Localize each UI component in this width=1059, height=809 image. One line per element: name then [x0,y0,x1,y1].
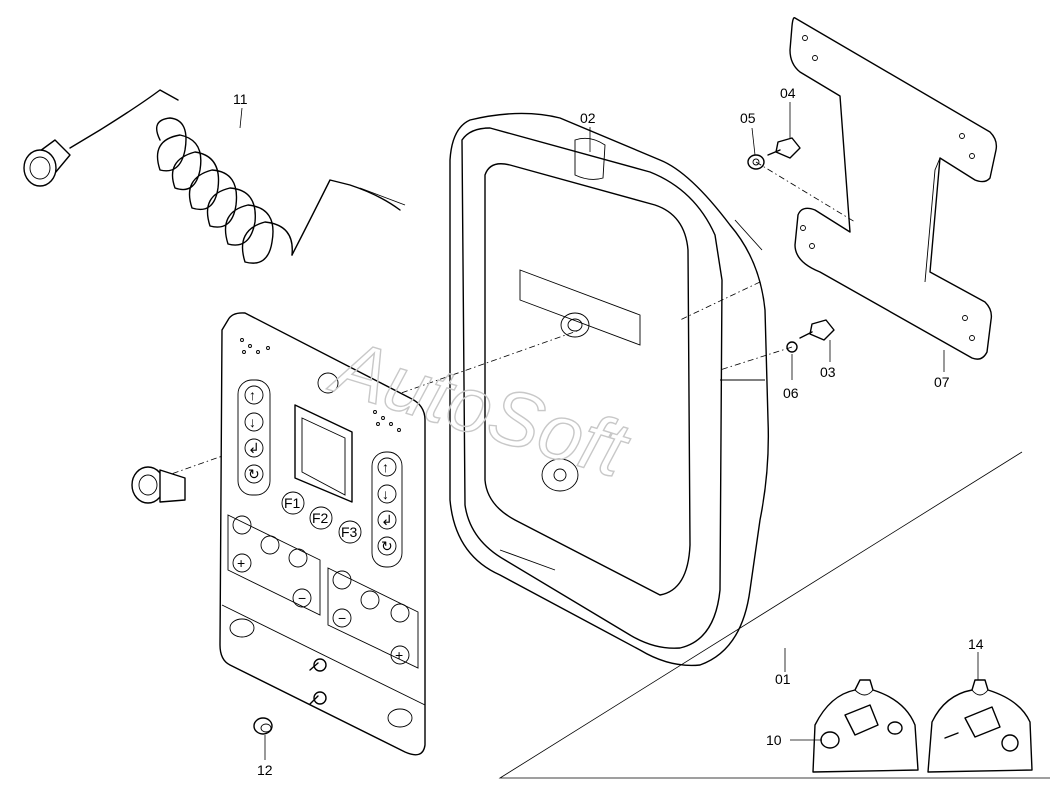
part-label-14: 14 [968,636,984,652]
housing-frame [449,112,770,667]
screw-03 [799,319,835,341]
mounting-bracket [789,16,998,360]
arrow-up-icon: ↑ [382,459,389,475]
rotate-icon: ↻ [248,466,260,482]
part-label-04: 04 [780,85,796,101]
part-label-05: 05 [740,110,756,126]
arrow-down-icon: ↓ [249,414,256,430]
plus-icon: + [395,647,403,663]
kit-box-outline [498,451,1050,779]
assembly-line [679,281,761,321]
f3-button: F3 [341,524,358,540]
f1-button: F1 [284,495,301,511]
part-label-07: 07 [934,374,950,390]
part-label-06: 06 [783,385,799,401]
part-label-10: 10 [766,732,782,748]
part-label-01: 01 [775,671,791,687]
parts-bag-10 [812,679,919,773]
part-label-12: 12 [257,762,273,778]
screw-04 [767,137,801,159]
parts-bag-14 [927,679,1033,773]
arrow-up-icon: ↑ [249,387,256,403]
minus-icon: − [338,610,346,626]
f2-button: F2 [312,510,329,526]
coiled-cable [23,89,406,264]
part-label-11: 11 [233,91,248,107]
arrow-down-icon: ↓ [382,486,389,502]
enter-icon: ↲ [248,440,260,456]
enter-icon: ↲ [381,512,393,528]
part-label-03: 03 [820,364,836,380]
panel-knob [131,466,186,504]
assembly-line [755,161,856,223]
rotate-icon: ↻ [381,538,393,554]
plus-icon: + [237,555,245,571]
control-panel: ↑ ↓ ↲ ↻ ↑ ↓ ↲ ↻ F1 F2 F3 + − [219,312,426,756]
minus-icon: − [298,590,306,606]
small-cap [253,717,273,735]
leader-lines [239,102,979,760]
part-label-02: 02 [580,110,596,126]
toggle-switch-icon [309,658,327,705]
